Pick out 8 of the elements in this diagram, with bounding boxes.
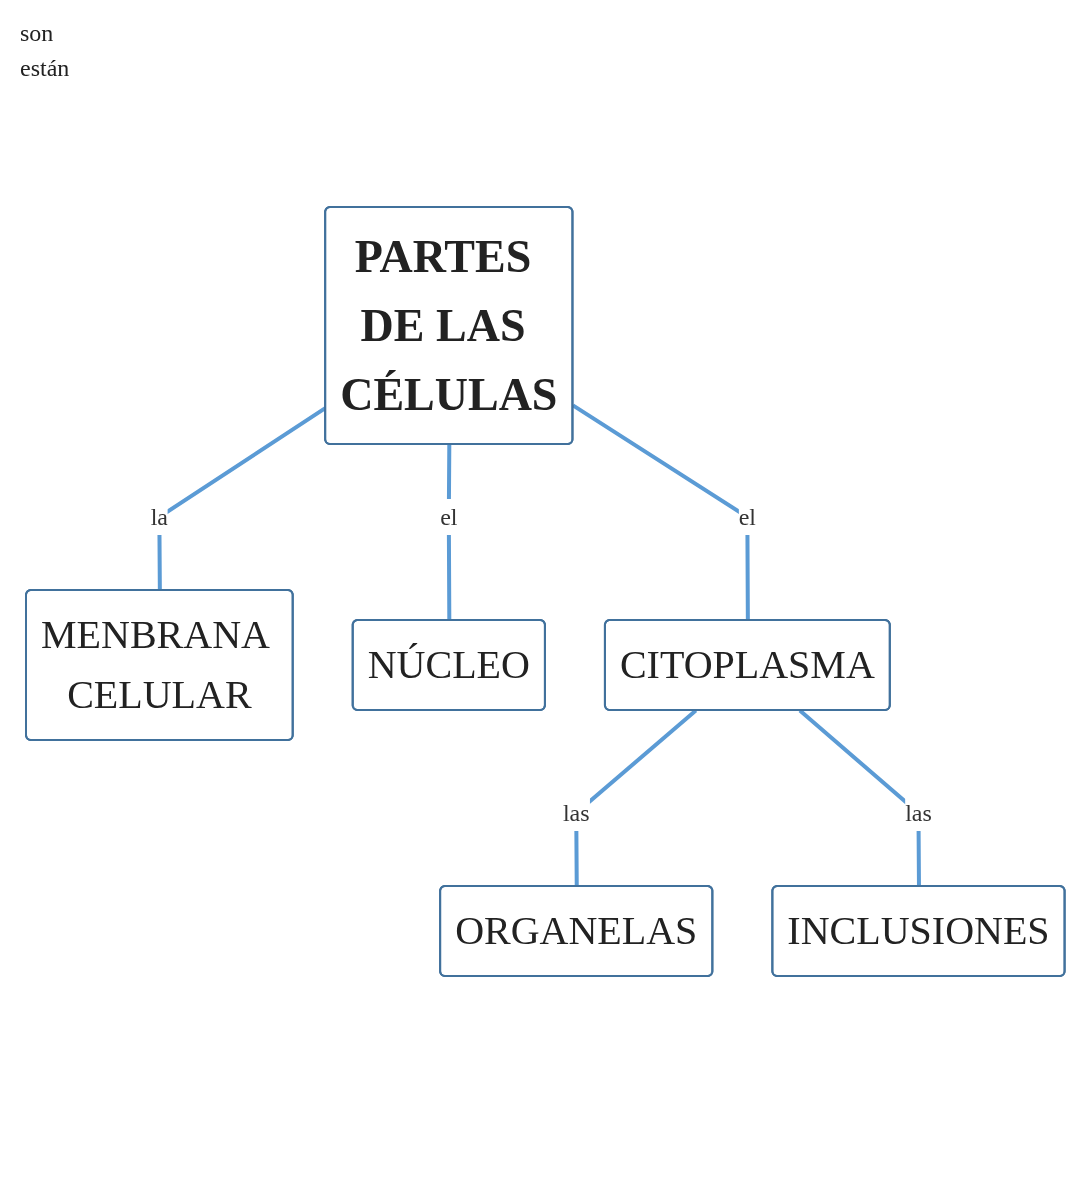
connector xyxy=(572,403,751,620)
edge-label: el xyxy=(738,503,757,530)
edge-label: la xyxy=(150,503,169,530)
connector-note: están xyxy=(20,55,70,82)
edge-label: las xyxy=(905,799,933,826)
edge-label: las xyxy=(563,799,590,826)
edge-label: el xyxy=(440,503,458,530)
connector-note: son xyxy=(20,20,54,47)
